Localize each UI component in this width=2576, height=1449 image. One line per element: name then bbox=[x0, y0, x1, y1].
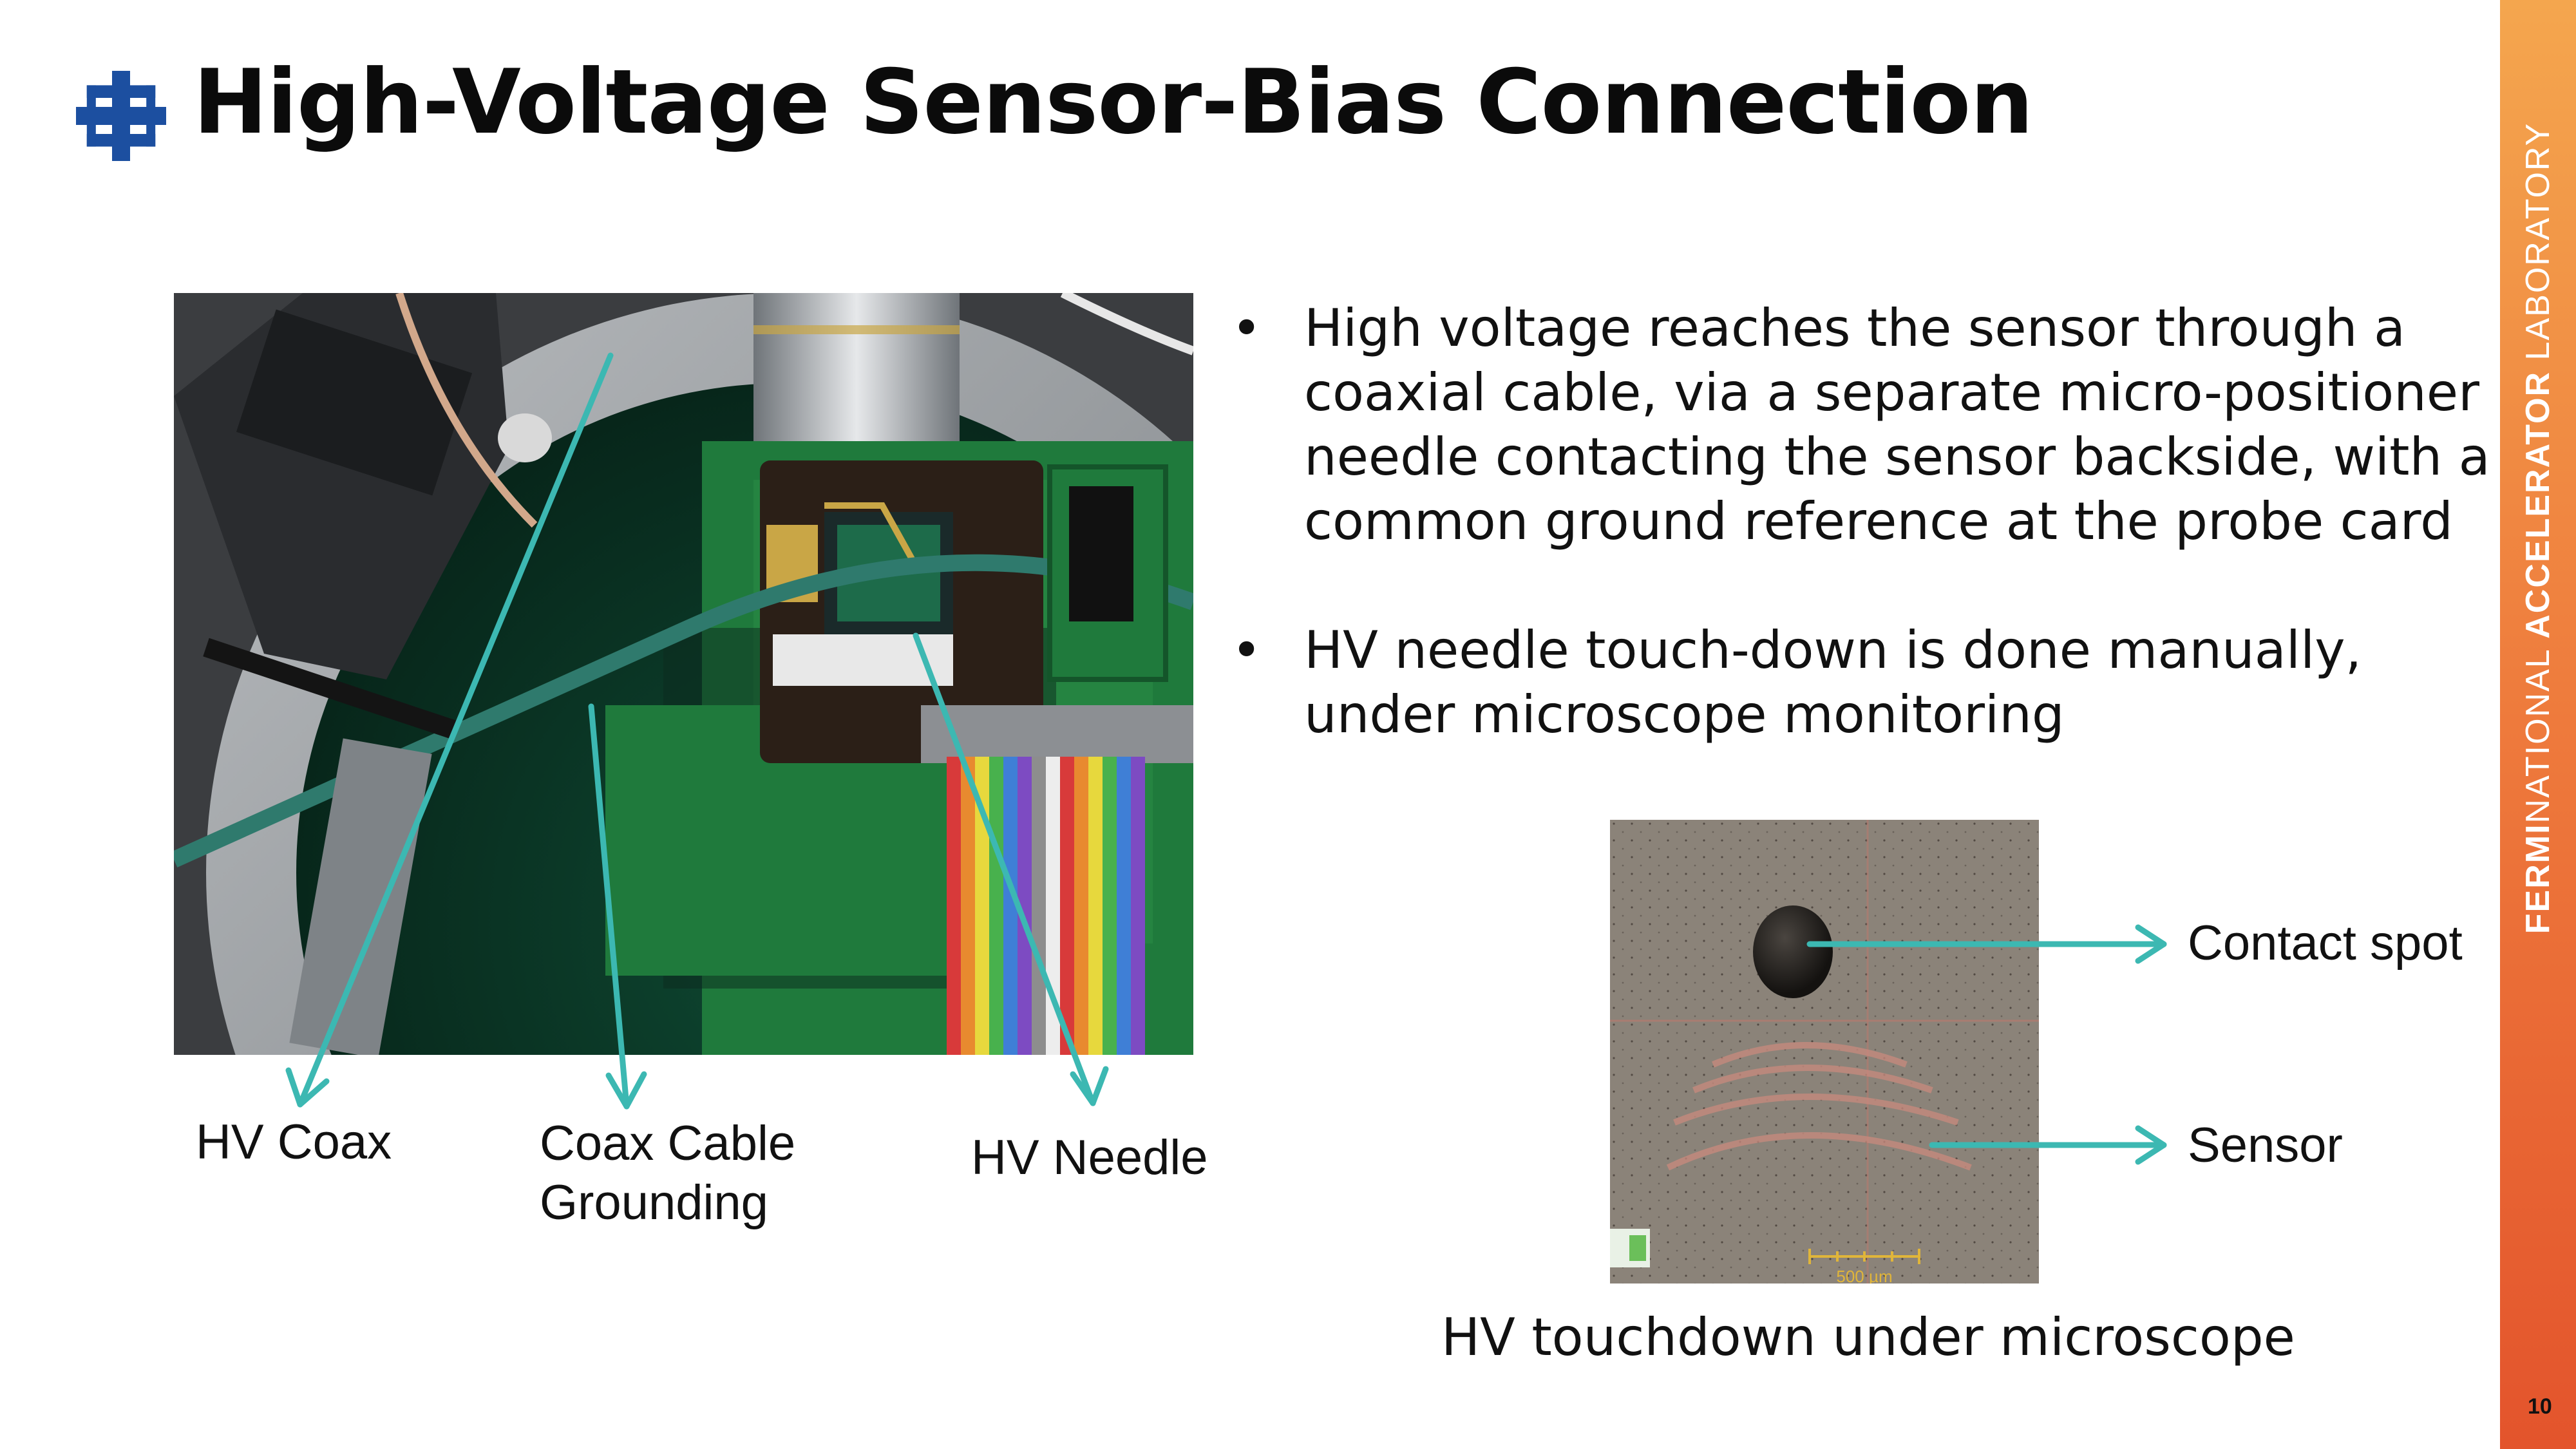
fermilab-logo-icon bbox=[76, 71, 166, 161]
arrow-hv-coax-head bbox=[285, 1067, 330, 1108]
bullet-item: High voltage reaches the sensor through … bbox=[1211, 296, 2492, 554]
label-hv-needle: HV Needle bbox=[971, 1130, 1208, 1185]
sidebar-lab-name: FERMINATIONAL ACCELERATOR LABORATORY bbox=[2519, 122, 2557, 934]
page-number: 10 bbox=[2528, 1394, 2552, 1419]
microscope-image: 500 µm bbox=[1610, 820, 2039, 1283]
label-coax-cable-grounding: Coax Cable Grounding bbox=[540, 1114, 795, 1233]
fermilab-sidebar: FERMINATIONAL ACCELERATOR LABORATORY bbox=[2500, 0, 2576, 1449]
slide-title: High-Voltage Sensor-Bias Connection bbox=[193, 50, 2034, 154]
arrow-coax-grounding-head bbox=[605, 1071, 647, 1110]
label-sensor: Sensor bbox=[2188, 1118, 2343, 1173]
bullet-item: HV needle touch-down is done manually, u… bbox=[1211, 618, 2492, 747]
scale-bar-label: 500 µm bbox=[1836, 1267, 1892, 1283]
arrow-contact-spot-head bbox=[2135, 924, 2167, 964]
label-contact-spot: Contact spot bbox=[2188, 916, 2463, 971]
bullet-list: High voltage reaches the sensor through … bbox=[1211, 296, 2492, 811]
arrow-sensor-head bbox=[2135, 1125, 2167, 1165]
probe-station-photo bbox=[174, 293, 1193, 1055]
label-coax-cable-line2: Grounding bbox=[540, 1175, 768, 1230]
label-hv-coax: HV Coax bbox=[196, 1115, 392, 1170]
arrow-hv-needle-head bbox=[1070, 1066, 1109, 1106]
label-coax-cable-line1: Coax Cable bbox=[540, 1116, 796, 1171]
microscope-caption: HV touchdown under microscope bbox=[1441, 1307, 2295, 1367]
